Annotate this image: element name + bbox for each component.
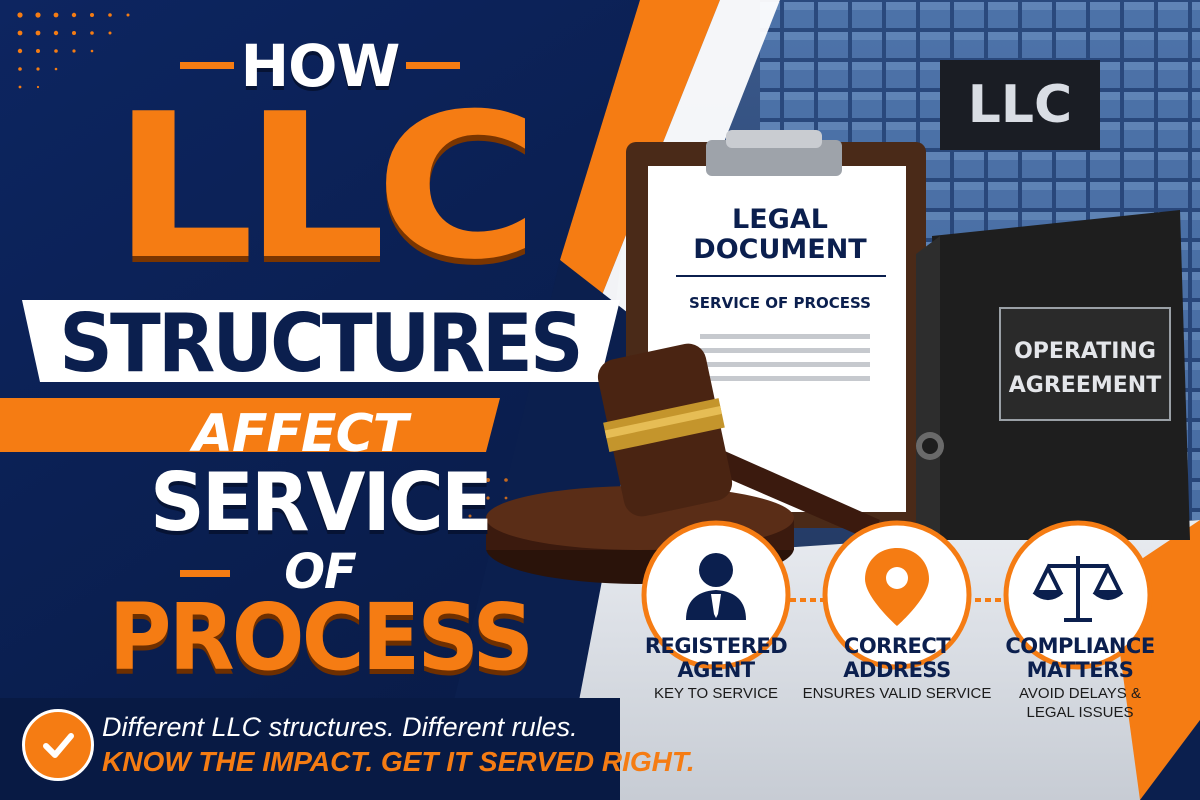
- building-sign-text: LLC: [968, 75, 1072, 135]
- feature-1-title-line2: AGENT: [677, 658, 755, 682]
- feature-compliance-matters: [1003, 520, 1153, 670]
- binder-label-line1: OPERATING: [1014, 339, 1156, 364]
- feature-3-title-line2: MATTERS: [1026, 658, 1134, 682]
- headline-process: PROCESS: [108, 584, 534, 691]
- headline-service: SERVICE: [149, 456, 493, 549]
- feature-3-subtitle-line1: AVOID DELAYS &: [1019, 685, 1141, 702]
- feature-1-subtitle: KEY TO SERVICE: [654, 685, 778, 702]
- headline-how: HOW: [240, 32, 401, 100]
- feature-3-title: COMPLIANCE MATTERS: [1000, 634, 1160, 682]
- feature-registered-agent: [641, 520, 791, 670]
- clipboard-title-line1: LEGAL: [732, 204, 828, 235]
- binder-label-line2: AGREEMENT: [1009, 373, 1161, 398]
- clipboard-title-line2: DOCUMENT: [693, 234, 867, 265]
- headline-llc: LLC: [111, 71, 539, 304]
- scales-icon: [1032, 556, 1124, 622]
- feature-3-subtitle: AVOID DELAYS & LEGAL ISSUES: [1000, 684, 1160, 722]
- headline-affect: AFFECT: [192, 404, 408, 464]
- headline-structures: STRUCTURES: [59, 297, 583, 390]
- feature-3-subtitle-line2: LEGAL ISSUES: [1026, 704, 1134, 721]
- feature-2-subtitle: ENSURES VALID SERVICE: [802, 685, 992, 702]
- feature-1-title: REGISTERED AGENT: [640, 634, 792, 682]
- location-pin-icon: [865, 548, 929, 626]
- headline-of: OF: [284, 544, 357, 600]
- tagline-line1: Different LLC structures. Different rule…: [102, 712, 578, 742]
- feature-2-title-line1: CORRECT: [843, 634, 951, 658]
- tagline-line2: KNOW THE IMPACT. GET IT SERVED RIGHT.: [102, 746, 695, 777]
- feature-3-title-line1: COMPLIANCE: [1005, 634, 1155, 658]
- feature-2-title: CORRECT ADDRESS: [821, 634, 973, 682]
- clipboard-subtitle: SERVICE OF PROCESS: [689, 294, 871, 312]
- feature-1-title-line1: REGISTERED: [644, 634, 788, 658]
- feature-correct-address: [822, 520, 972, 670]
- feature-2-title-line2: ADDRESS: [843, 658, 951, 682]
- person-icon: [686, 553, 746, 620]
- checkmark-icon: [22, 709, 94, 781]
